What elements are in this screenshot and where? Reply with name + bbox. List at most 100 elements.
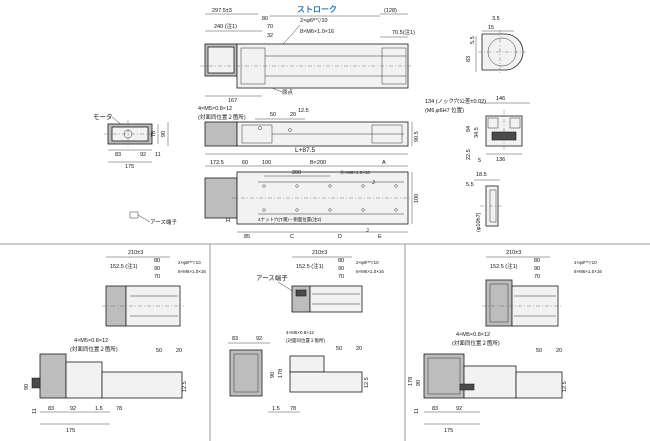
p1-78: 78 [116, 406, 122, 412]
dv-H: H [226, 218, 230, 224]
p3-11: 11 [414, 408, 420, 414]
motor-label: モータ [93, 112, 113, 121]
sec-22-5: 22.5 [466, 149, 472, 160]
p2-210: 210±3 [312, 250, 327, 256]
p3-12-5: 12.5 [562, 381, 568, 392]
m-92: 92 [140, 152, 146, 158]
m-90: 90 [161, 131, 167, 137]
p1-90: 90 [154, 266, 160, 272]
tap-note: 8×M6×1.0×16 [300, 29, 334, 35]
sec-146: 146 [496, 96, 505, 102]
p2-side-note: (対面同位置２箇所) [286, 337, 325, 344]
p3-70: 70 [534, 274, 540, 280]
p3-50: 50 [536, 348, 542, 354]
dv-A: A [382, 160, 386, 166]
dv-J-bottom: J [366, 228, 369, 234]
det-phi: (φ10h7) [476, 212, 482, 232]
side-view: 4×M5×0.8×12 (対面同位置２箇所) 50 20 12.5 90.5 L… [198, 106, 420, 155]
p2-side-tap: 4×M5×0.8×12 [286, 330, 314, 335]
p2-83: 83 [232, 336, 238, 342]
side-note: (対面同位置２箇所) [198, 113, 246, 121]
det-5-5: 5.5 [466, 182, 474, 188]
p3-92: 92 [456, 406, 462, 412]
p1-1-5: 1.5 [95, 406, 103, 412]
dv-85: 85 [244, 234, 250, 240]
dim-80: 80 [262, 16, 268, 22]
side-12-5: 12.5 [298, 108, 309, 114]
end-15: 15 [488, 25, 494, 31]
p2-78: 78 [290, 406, 296, 412]
m-78: 78 [151, 131, 157, 137]
detail-plan-view: 172.5 60 100 B×200 A 200 Ⓝ×M6×1.0×10 J 4… [129, 160, 420, 240]
side-20: 20 [290, 112, 296, 118]
p3-210: 210±3 [506, 250, 521, 256]
p3-152-5: 152.5 (注1) [490, 262, 518, 270]
p1-11: 11 [32, 408, 38, 414]
dv-bx200: B×200 [310, 160, 326, 166]
dv-J-top: J [372, 180, 375, 186]
side-50: 50 [270, 112, 276, 118]
panel-separators [0, 243, 650, 441]
p1-70: 70 [154, 274, 160, 280]
dv-D: D [338, 234, 342, 240]
dv-C: C [290, 234, 294, 240]
p3-20: 20 [556, 348, 562, 354]
p2-178: 178 [278, 369, 284, 378]
side-90-5: 90.5 [414, 131, 420, 142]
end-83: 83 [466, 56, 472, 62]
p1-50: 50 [156, 348, 162, 354]
sec-84: 84 [466, 126, 472, 132]
p3-175: 175 [444, 428, 453, 434]
p2-80: 80 [338, 258, 344, 264]
p1-175: 175 [66, 428, 75, 434]
dv-tapnote: Ⓝ×M6×1.0×10 [340, 169, 370, 176]
p1-83: 83 [48, 406, 54, 412]
p3-80: 80 [534, 258, 540, 264]
option-panel-1: 210±3 152.5 (注1) 80 90 70 2×φ6ᴴ⁷▽10 8×M6… [24, 250, 206, 434]
dim-70: 70 [267, 24, 273, 30]
m-11: 11 [155, 152, 161, 158]
p2-20: 20 [356, 346, 362, 352]
p2-90-v: 90 [270, 372, 276, 378]
stroke-label: ストローク [297, 4, 337, 14]
p3-dowel: 2×φ6ᴴ⁷▽10 [574, 260, 597, 265]
p1-side-note: (対面同位置２箇所) [70, 345, 118, 353]
p3-90: 90 [534, 266, 540, 272]
p1-12-5: 12.5 [182, 381, 188, 392]
p1-90-v: 90 [24, 384, 30, 390]
shaft-detail: 5.5 18.5 (φ10h7) [466, 172, 504, 232]
p1-92: 92 [70, 406, 76, 412]
p1-152-5: 152.5 (注1) [110, 262, 138, 270]
p2-dowel: 2×φ6ᴴ⁷▽10 [356, 260, 379, 265]
overall-length: 297.5±3 [212, 8, 232, 14]
p2-1-5: 1.5 [272, 406, 280, 412]
dowel-note: 2×φ6ᴴ⁷▽10 [300, 17, 328, 24]
sec-5: 5 [478, 158, 481, 164]
origin-label: 原点 [282, 89, 294, 96]
p1-side-tap: 4×M5×0.8×12 [74, 338, 108, 344]
p2-50: 50 [336, 346, 342, 352]
m-175: 175 [125, 164, 134, 170]
dv-100: 100 [262, 160, 271, 166]
ground-label-top: アース端子 [150, 218, 177, 226]
p2-70: 70 [338, 274, 344, 280]
end-view: 3.5 15 5.5 83 [466, 16, 526, 74]
p2-12-5: 12.5 [364, 377, 370, 388]
dim-70-5: 70.5(注1) [392, 28, 415, 36]
p1-80: 80 [154, 258, 160, 264]
p3-side-tap: 4×M5×0.8×12 [456, 332, 490, 338]
end-3-5: 3.5 [492, 16, 500, 22]
side-L: L+87.5 [295, 147, 315, 154]
dim-32: 32 [267, 33, 273, 39]
det-18-5: 18.5 [476, 172, 487, 178]
p3-tap: 8×M6×1.0×16 [574, 269, 602, 274]
option-panel-2: 210±3 152.5 (注1) 80 90 70 2×φ6ᴴ⁷▽10 8×M6… [228, 250, 384, 413]
dim-167: 167 [228, 98, 237, 104]
side-tap: 4×M5×0.8×12 [198, 106, 232, 112]
sec-136: 136 [496, 157, 505, 163]
dv-172-5: 172.5 [210, 160, 224, 166]
p2-tap: 8×M6×1.0×16 [356, 269, 384, 274]
end-5-5: 5.5 [470, 36, 476, 44]
dv-E: E [378, 234, 382, 240]
